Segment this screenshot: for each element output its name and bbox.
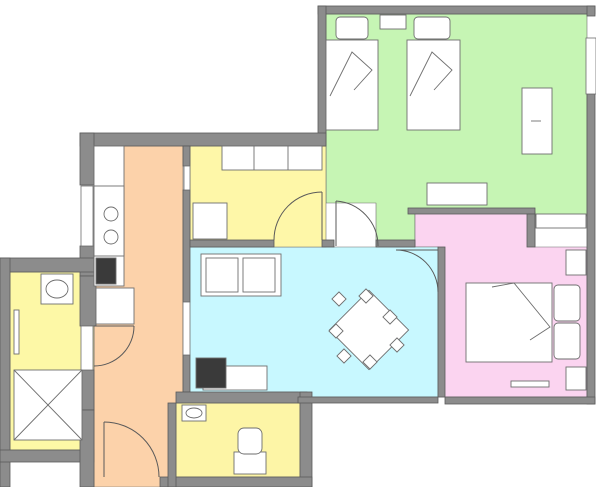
window-kitchen: [80, 185, 94, 247]
wall-bedroom-bottom-left: [375, 239, 416, 248]
wall-utility-bottom: [189, 239, 275, 248]
windows: [80, 37, 596, 371]
wall-pink-top: [407, 207, 536, 215]
cooktop: [95, 257, 117, 285]
wall-living-left-lower: [182, 354, 191, 393]
door-swing-icon: [335, 200, 379, 247]
towel-rail: [13, 309, 20, 355]
bed-icon: [406, 16, 461, 131]
window-bathroom: [80, 325, 94, 371]
wall-wc-top: [175, 391, 308, 404]
shelf: [535, 213, 587, 229]
bed-icon: [325, 16, 379, 131]
wall-pink-top-right: [526, 213, 536, 248]
bed-icon: [465, 282, 581, 363]
armchair-icon: [195, 357, 227, 389]
door-swing-icon: [395, 249, 439, 293]
wall-kitchen-top-left: [79, 132, 95, 186]
wall-living-bottom: [297, 396, 439, 404]
nightstand: [379, 14, 407, 30]
nightstand: [565, 249, 587, 276]
door-swing-icon: [103, 421, 160, 478]
fridge: [95, 287, 135, 325]
dining-table-icon: [328, 288, 410, 371]
washing-machine: [192, 202, 228, 240]
wall-wc-left: [167, 402, 177, 487]
wall-utility-bottom-right: [321, 239, 335, 248]
dresser: [426, 182, 488, 206]
wall-bath-left: [0, 257, 11, 487]
radiator: [510, 380, 550, 388]
window-bedroom-right: [585, 37, 596, 95]
wall-entrance-left: [79, 409, 95, 487]
wall-bath-top: [0, 257, 95, 273]
wall-utility-left-top: [182, 145, 191, 167]
wall-right: [586, 93, 596, 405]
wall-top-middle: [79, 132, 327, 147]
wall-pink-bottom: [444, 396, 596, 405]
wall-utility-left: [182, 189, 191, 303]
wall-top-right: [317, 5, 596, 15]
window-living-left: [182, 301, 191, 356]
door-swing-icon: [93, 325, 135, 367]
window-utility: [183, 165, 191, 191]
wall-wc-right: [299, 391, 313, 487]
sofa-icon: [200, 253, 282, 297]
doors: [93, 191, 439, 478]
toilet-icon: [233, 427, 267, 475]
cabinet-row: [221, 145, 323, 171]
wall-right-top: [586, 5, 596, 17]
nightstand: [565, 366, 587, 391]
furniture: [13, 14, 587, 475]
door-swing-icon: [273, 191, 323, 241]
wall-pink-left: [437, 246, 446, 398]
wall-left-bedroom: [317, 5, 327, 147]
walls: [0, 5, 596, 487]
wall-wc-bottom: [159, 476, 313, 487]
